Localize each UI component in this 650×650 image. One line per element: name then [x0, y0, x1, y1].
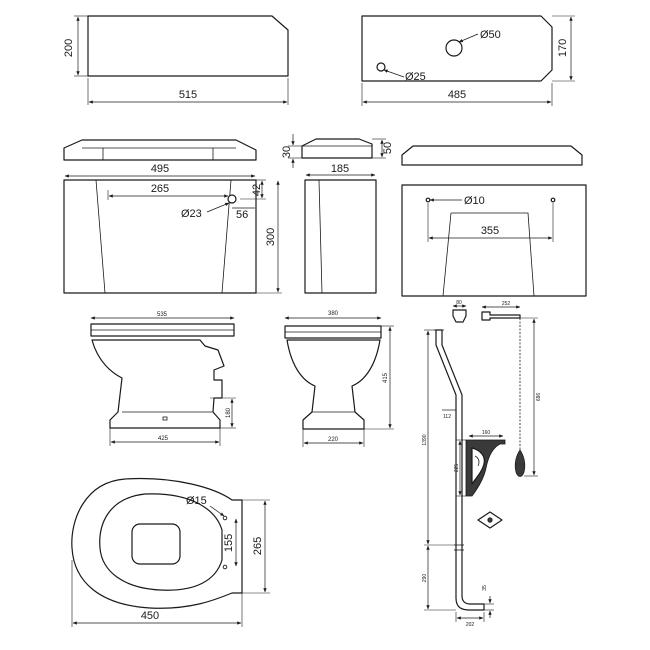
cistern-width-label: 495 [151, 163, 169, 175]
lid-top-height-label: 170 [557, 39, 569, 57]
cistern-hole-diameter-label: Ø23 [181, 208, 202, 220]
cistern-lid-top-view: Ø50 Ø25 170 485 [361, 15, 575, 106]
pan-base-width-label: 220 [328, 437, 339, 443]
flush-pipe-offset-label: 112 [443, 414, 451, 420]
pan-side-view: 535 180 425 [90, 312, 236, 446]
pan-front-bowl [286, 339, 381, 430]
bracket-width-label: 160 [482, 430, 491, 436]
pan-plan-width-label: 450 [141, 610, 159, 622]
lid-hole-large [445, 39, 463, 57]
lid-hole-small [376, 62, 386, 72]
cistern-side-lid-total-label: 50 [382, 142, 394, 154]
cistern-rear-view: Ø10 355 [401, 145, 587, 297]
pan-outlet-height-label: 180 [226, 407, 232, 418]
cistern-rear-body [401, 184, 587, 297]
pan-length-label: 535 [157, 312, 168, 318]
cistern-front-view: 495 265 Ø23 56 42 300 [63, 139, 282, 294]
cistern-depth-label: 185 [331, 163, 349, 175]
cistern-side-body [304, 179, 377, 294]
cistern-hole-offset-label: 56 [236, 209, 248, 221]
lid-hole-small-label: Ø25 [405, 71, 426, 83]
cistern-rear-spacing-label: 355 [481, 225, 499, 237]
pan-plan-depth-label: 265 [252, 537, 264, 555]
cistern-outlet-hole [227, 194, 237, 204]
lid-front-height-label: 200 [63, 39, 75, 57]
pan-plan-seat-pad [131, 523, 181, 565]
pan-height-label: 415 [383, 372, 389, 383]
cistern-hole-spacing-label: 265 [151, 183, 169, 195]
cistern-rear-lid [401, 145, 583, 166]
cistern-front-body [63, 179, 257, 294]
pan-base-length-label: 425 [158, 436, 169, 442]
pull-chain-handle [514, 449, 526, 477]
pull-chain-view: 252 686 [481, 301, 542, 477]
pull-chain-drop-label: 686 [536, 393, 542, 402]
flush-pipe-cap [452, 309, 467, 323]
cistern-side-view: 30 50 185 [281, 134, 394, 294]
cistern-side-lid-height-label: 30 [281, 146, 293, 158]
bracket-view: 160 225 [454, 430, 506, 529]
flush-pipe-bottom-label: 290 [422, 574, 428, 583]
flush-pipe-cap-label: 80 [456, 300, 462, 306]
cistern-height-label: 300 [265, 228, 277, 246]
pan-plan-view: Ø15 155 265 450 [71, 477, 270, 627]
pan-width-label: 380 [328, 311, 339, 317]
pull-chain-lever [481, 311, 521, 321]
cistern-front-lid [63, 139, 257, 161]
lid-front-body [87, 15, 289, 77]
lid-front-width-label: 515 [179, 89, 197, 101]
lid-hole-large-label: Ø50 [480, 29, 501, 41]
flush-pipe-length-label: 1390 [422, 434, 428, 445]
pan-front-view: 380 415 220 [284, 311, 394, 447]
pan-plan-spacing-label: 155 [223, 534, 235, 552]
flush-pipe-outlet-length-label: 202 [466, 622, 475, 628]
pull-chain-length-label: 252 [502, 301, 511, 307]
cistern-top-offset-label: 42 [251, 184, 263, 196]
cistern-side-lid [301, 138, 373, 159]
cistern-lid-front-view: 200 515 [63, 15, 289, 105]
flush-pipe-outlet-height-label: 35 [482, 585, 488, 591]
lid-top-width-label: 485 [448, 89, 466, 101]
pan-plan-hole-label: Ø15 [186, 495, 207, 507]
pan-bowl-side [91, 339, 225, 429]
cistern-rear-hole-label: Ø10 [464, 195, 485, 207]
bracket-height-label: 225 [454, 464, 460, 473]
